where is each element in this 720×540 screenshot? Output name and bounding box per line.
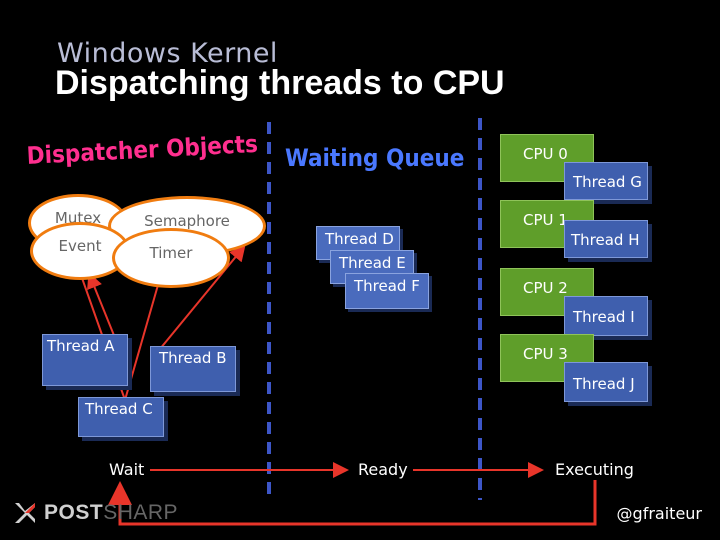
object-event-label: Event (58, 237, 102, 255)
cpu-0-thread-label: Thread G (573, 173, 642, 191)
thread-c-card: Thread C (78, 397, 164, 437)
section-waiting-queue: Waiting Queue (285, 144, 465, 172)
postsharp-logo-text: POSTSHARP (44, 501, 178, 525)
thread-f-card: Thread F (345, 273, 429, 309)
cpu-0-thread-card: Thread G (564, 162, 648, 200)
author-handle: @gfraiteur (616, 504, 702, 523)
state-ready-label: Ready (358, 460, 408, 479)
cpu-0-label: CPU 0 (523, 145, 568, 163)
thread-e-label: Thread E (339, 254, 406, 272)
logo-text-light: SHARP (103, 501, 179, 524)
cpu-2-thread-card: Thread I (564, 296, 648, 336)
cpu-0: CPU 0 (500, 134, 594, 182)
state-executing-label: Executing (555, 460, 634, 479)
state-wait-label: Wait (109, 460, 145, 479)
link-b-timer (154, 244, 246, 356)
thread-f-label: Thread F (354, 277, 420, 295)
cpu-1-label: CPU 1 (523, 211, 568, 229)
thread-b-card: Thread B (150, 346, 236, 392)
cpu-2-label: CPU 2 (523, 279, 568, 297)
cpu-3-thread-label: Thread J (573, 375, 635, 393)
thread-a-card: Thread A (42, 334, 128, 386)
link-c-timer (124, 277, 161, 401)
arrow-executing-wait (108, 480, 597, 526)
object-timer: Timer (112, 228, 230, 288)
slide-title: Dispatching threads to CPU (55, 64, 505, 102)
logo-text-bold: POST (44, 501, 104, 524)
cpu-2: CPU 2 (500, 268, 594, 316)
object-timer-label: Timer (149, 244, 193, 262)
thread-a-label: Thread A (47, 337, 115, 355)
postsharp-logo: POSTSHARP (12, 500, 178, 526)
slide-subtitle: Windows Kernel (57, 38, 278, 69)
cpu-2-thread-label: Thread I (573, 308, 635, 326)
cpu-1-thread-label: Thread H (571, 231, 640, 249)
thread-d-label: Thread D (325, 230, 394, 248)
thread-b-label: Thread B (159, 349, 227, 367)
object-semaphore-label: Semaphore (144, 212, 230, 230)
cpu-3-label: CPU 3 (523, 345, 568, 363)
cpu-3-thread-card: Thread J (564, 362, 648, 402)
postsharp-logo-icon (15, 503, 35, 523)
object-event: Event (30, 222, 130, 280)
cpu-1-thread-card: Thread H (564, 220, 648, 258)
thread-c-label: Thread C (85, 400, 153, 418)
